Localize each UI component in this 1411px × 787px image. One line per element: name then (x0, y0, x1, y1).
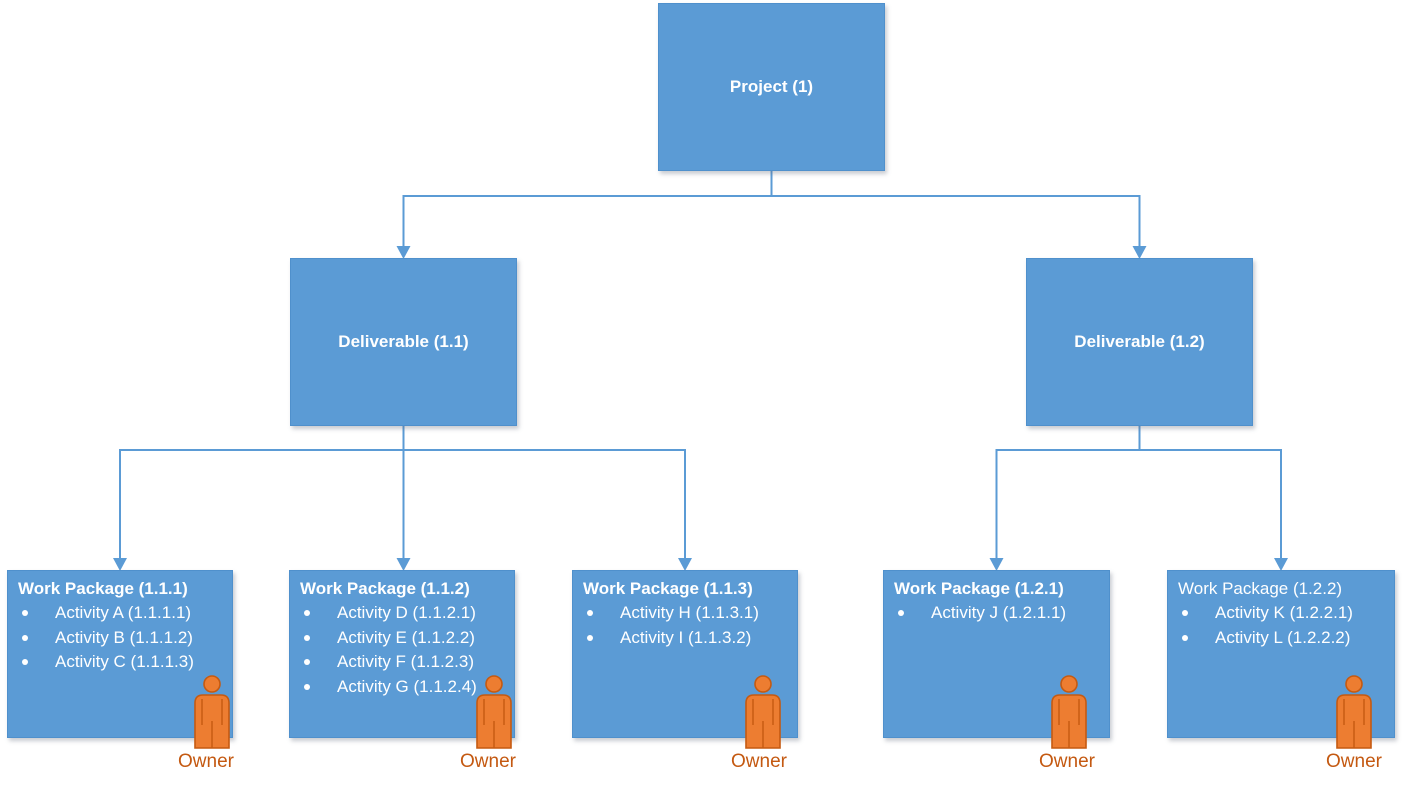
activity-item: Activity I (1.1.3.2) (583, 626, 789, 651)
owner-person-icon (194, 675, 230, 749)
node-project-label: Project (1) (729, 77, 814, 96)
owner-label: Owner (460, 751, 516, 772)
bullet-icon (898, 610, 904, 616)
activity-item: Activity E (1.1.2.2) (300, 626, 506, 651)
work-package-title: Work Package (1.2.1) (894, 579, 1064, 598)
work-package-title: Work Package (1.1.1) (18, 579, 188, 598)
work-package-title: Work Package (1.2.2) (1178, 579, 1343, 598)
node-work-package-1-1-2: Work Package (1.1.2) Activity D (1.1.2.1… (289, 570, 516, 772)
activity-item: Activity B (1.1.1.2) (18, 626, 224, 651)
activity-item: Activity A (1.1.1.1) (18, 601, 224, 626)
bullet-icon (1182, 610, 1188, 616)
activity-item: Activity C (1.1.1.3) (18, 650, 224, 675)
activity-item: Activity J (1.2.1.1) (894, 601, 1101, 626)
bullet-icon (304, 634, 310, 641)
owner-label: Owner (731, 751, 787, 772)
node-work-package-1-1-1: Work Package (1.1.1) Activity A (1.1.1.1… (7, 570, 234, 772)
bullet-icon (22, 659, 28, 665)
activity-item: Activity L (1.2.2.2) (1178, 626, 1386, 651)
owner-label: Owner (178, 751, 234, 772)
activity-list: Activity A (1.1.1.1) Activity B (1.1.1.2… (18, 601, 224, 675)
node-work-package-1-1-3: Work Package (1.1.3) Activity H (1.1.3.1… (572, 570, 798, 772)
owner-label: Owner (1039, 751, 1095, 772)
bullet-icon (587, 634, 593, 641)
activity-item: Activity D (1.1.2.1) (300, 601, 506, 626)
bullet-icon (304, 683, 310, 690)
owner-person-icon (745, 675, 781, 749)
activity-list: Activity H (1.1.3.1) Activity I (1.1.3.2… (583, 601, 789, 650)
activity-list: Activity J (1.2.1.1) (894, 601, 1101, 626)
bullet-icon (1182, 634, 1188, 641)
node-work-package-1-2-2: Work Package (1.2.2) Activity K (1.2.2.1… (1167, 570, 1395, 772)
activity-list: Activity K (1.2.2.1) Activity L (1.2.2.2… (1178, 601, 1386, 650)
node-deliverable-1-2: Deliverable (1.2) (1026, 258, 1253, 426)
owner-person-icon (476, 675, 512, 749)
node-deliverable-label: Deliverable (1.2) (1074, 332, 1205, 351)
bullet-icon (304, 610, 310, 616)
activity-item: Activity F (1.1.2.3) (300, 650, 506, 675)
owner-person-icon (1336, 675, 1372, 749)
work-package-title: Work Package (1.1.3) (583, 579, 753, 598)
activity-item: Activity K (1.2.2.1) (1178, 601, 1386, 626)
bullet-icon (587, 610, 593, 616)
node-deliverable-label: Deliverable (1.1) (338, 332, 469, 351)
node-deliverable-1-1: Deliverable (1.1) (290, 258, 517, 426)
node-work-package-1-2-1: Work Package (1.2.1) Activity J (1.2.1.1… (883, 570, 1110, 772)
bullet-icon (304, 659, 310, 665)
bullet-icon (22, 634, 28, 641)
bullet-icon (22, 610, 28, 616)
node-project: Project (1) (658, 3, 885, 171)
owner-person-icon (1051, 675, 1087, 749)
activity-item: Activity G (1.1.2.4) (300, 675, 506, 700)
work-package-title: Work Package (1.1.2) (300, 579, 470, 598)
activity-item: Activity H (1.1.3.1) (583, 601, 789, 626)
owner-label: Owner (1326, 751, 1382, 772)
activity-list: Activity D (1.1.2.1) Activity E (1.1.2.2… (300, 601, 506, 699)
